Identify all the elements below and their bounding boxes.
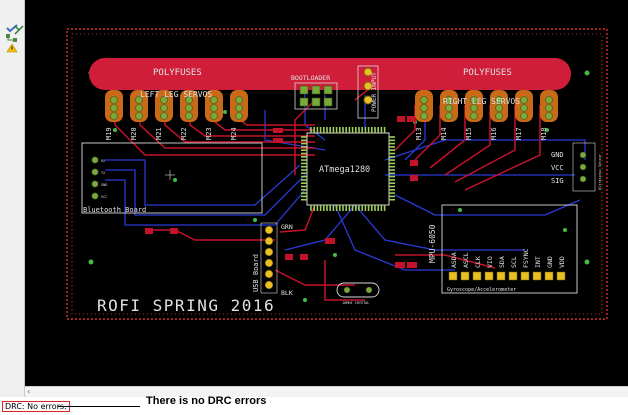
servo-ref-label: M23 (205, 127, 213, 140)
left-servo-refs: M19 M20 M21 M22 M23 M24 (105, 127, 238, 140)
hierarchy-icon[interactable] (4, 32, 20, 44)
left-toolbar (0, 0, 25, 397)
right-servo-refs: M13 M14 M15 M16 M17 M18 (415, 127, 548, 140)
crystal-label: 16MHZ CRYSTAL (342, 301, 369, 305)
silkscreen-labels: POLYFUSES POLYFUSES BOOTLOADER POWER INP… (83, 68, 602, 315)
servo-ref-label: M15 (465, 127, 473, 140)
imu-pin-label: FSYNC (522, 248, 530, 268)
servo-ref-label: M13 (415, 127, 423, 140)
imu-pin-label: VIO (486, 256, 494, 268)
annotation-pointer-line (58, 406, 140, 407)
imu-pin-label: GND (546, 256, 554, 268)
imu-pin-label: CLK (474, 256, 482, 268)
power-input-connector (357, 65, 379, 119)
servo-ref-label: M16 (490, 127, 498, 140)
mcu-label: ATmega1280 (319, 165, 370, 175)
annotation-text: There is no DRC errors (146, 395, 267, 407)
imu-pin-label: SDA (498, 256, 506, 268)
svg-text:RX: RX (101, 159, 106, 163)
passive-components (145, 116, 418, 268)
sig-label: SIG (551, 177, 564, 185)
dimension-inner (71, 33, 603, 315)
servo-ref-label: M18 (540, 127, 548, 140)
imu-pin-labels: ASDA ASCL CLK VIO SDA SCL FSYNC INT GND VDD (450, 248, 566, 268)
usb-board-label: USB Board (252, 254, 260, 292)
imu-pin-label: VDD (558, 256, 566, 268)
polyfuses-right-label: POLYFUSES (463, 68, 512, 78)
servo-ref-label: M17 (515, 127, 523, 140)
ratsnest-icon[interactable] (14, 24, 24, 36)
left-leg-servos-label: LEFT LEG SERVOS (140, 90, 212, 99)
right-servo-connectors (415, 90, 558, 122)
board-canvas[interactable]: RX TX GND VCC (25, 0, 628, 386)
status-bar (0, 397, 628, 415)
usb-board-header (260, 222, 278, 294)
power-input-label: POWER INPUT (371, 72, 378, 112)
imu-pin-label: ASDA (450, 252, 458, 268)
polyfuses-left-label: POLYFUSES (153, 68, 202, 78)
imu-pin-label: ASCL (462, 252, 470, 268)
via-dots (88, 70, 590, 302)
gnd-label: GND (551, 151, 564, 159)
imu-label: MPU-6050 (428, 224, 437, 263)
imu-caption: Gyroscope/Accelerometer (447, 287, 516, 293)
blk-label: BLK (281, 289, 293, 297)
imu-board (441, 204, 578, 294)
vcc-label: VCC (551, 164, 564, 172)
servo-ref-label: M20 (130, 127, 138, 140)
imu-pin-label: INT (534, 256, 542, 268)
ultrasonic-label: Ultrasonic Sensor (598, 154, 602, 190)
imu-pin-label: SCL (510, 256, 518, 268)
mcu-atmega1280 (301, 127, 395, 211)
polyfuse-bar (89, 58, 571, 90)
drc-check-icon[interactable] (4, 22, 20, 34)
servo-ref-label: M21 (155, 127, 163, 140)
bootloader-label: BOOTLOADER (291, 74, 330, 82)
servo-ref-label: M22 (180, 127, 188, 140)
pcb-layout[interactable]: RX TX GND VCC (25, 0, 628, 386)
svg-text:TX: TX (101, 171, 106, 175)
svg-text:GND: GND (101, 183, 107, 187)
warning-icon[interactable] (4, 42, 20, 54)
bootloader-header (294, 82, 338, 110)
bottom-copper-traces (105, 90, 586, 271)
bluetooth-board-label: Bluetooth Board (83, 206, 146, 214)
servo-ref-label: M14 (440, 127, 448, 140)
ultrasonic-header (572, 142, 596, 192)
servo-ref-label: M24 (230, 127, 238, 140)
servo-ref-label: M19 (105, 127, 113, 140)
dimension-outline (66, 28, 608, 320)
right-leg-servos-label: RIGHT LEG SERVOS (443, 97, 520, 106)
bluetooth-board: RX TX GND VCC (81, 142, 263, 214)
svg-text:VCC: VCC (101, 195, 107, 199)
left-servo-connectors (105, 90, 248, 122)
grn-label: GRN (281, 223, 293, 231)
crystal (336, 282, 380, 298)
scroll-left-icon[interactable]: ‹ (27, 387, 31, 396)
horizontal-scrollbar[interactable]: ‹ (25, 386, 628, 397)
board-title: ROFI SPRING 2016 (97, 296, 275, 315)
